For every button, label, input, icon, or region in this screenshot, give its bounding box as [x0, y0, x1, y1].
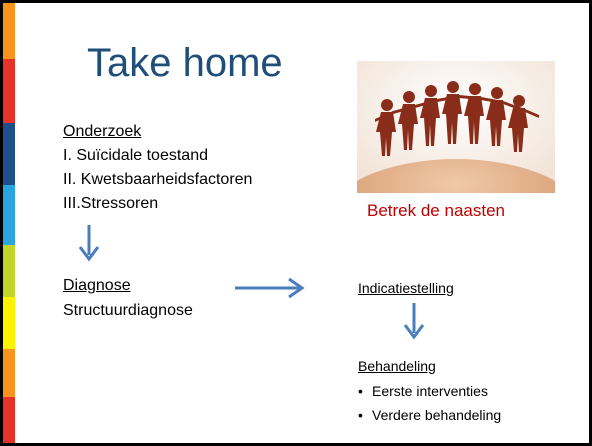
- arrow-right-icon: [235, 277, 305, 299]
- behandeling-item: •Eerste interventies: [358, 383, 488, 399]
- arrow-down-icon: [78, 225, 100, 262]
- stripe-red-top: [3, 59, 15, 123]
- onderzoek-item: II. Kwetsbaarheidsfactoren: [63, 171, 253, 188]
- onderzoek-item: III.Stressoren: [63, 195, 159, 212]
- image-caption: Betrek de naasten: [367, 201, 505, 220]
- slide: Take home Onderzoek I. Suïcidale toestan…: [3, 3, 589, 443]
- stripe-lime: [3, 245, 15, 297]
- stripe-orange-bottom: [3, 349, 15, 397]
- behandeling-item-label: Verdere behandeling: [372, 407, 502, 423]
- onderzoek-item: I. Suïcidale toestand: [63, 147, 208, 164]
- diagnose-heading: Diagnose: [63, 277, 131, 294]
- stripe-yellow: [3, 297, 15, 349]
- stripe-cyan: [3, 185, 15, 245]
- stripe-red-bottom: [3, 397, 15, 443]
- slide-title: Take home: [87, 41, 283, 85]
- people-chain-image: [357, 61, 555, 193]
- behandeling-heading: Behandeling: [358, 358, 436, 374]
- onderzoek-heading: Onderzoek: [63, 123, 142, 140]
- stripe-orange-top: [3, 3, 15, 59]
- arrow-down-icon: [403, 303, 425, 340]
- behandeling-item: •Verdere behandeling: [358, 407, 502, 423]
- indicatiestelling-label: Indicatiestelling: [358, 280, 454, 296]
- stripe-navy: [3, 123, 15, 185]
- diagnose-text: Structuurdiagnose: [63, 302, 193, 319]
- behandeling-item-label: Eerste interventies: [372, 383, 488, 399]
- color-stripe: [3, 3, 15, 443]
